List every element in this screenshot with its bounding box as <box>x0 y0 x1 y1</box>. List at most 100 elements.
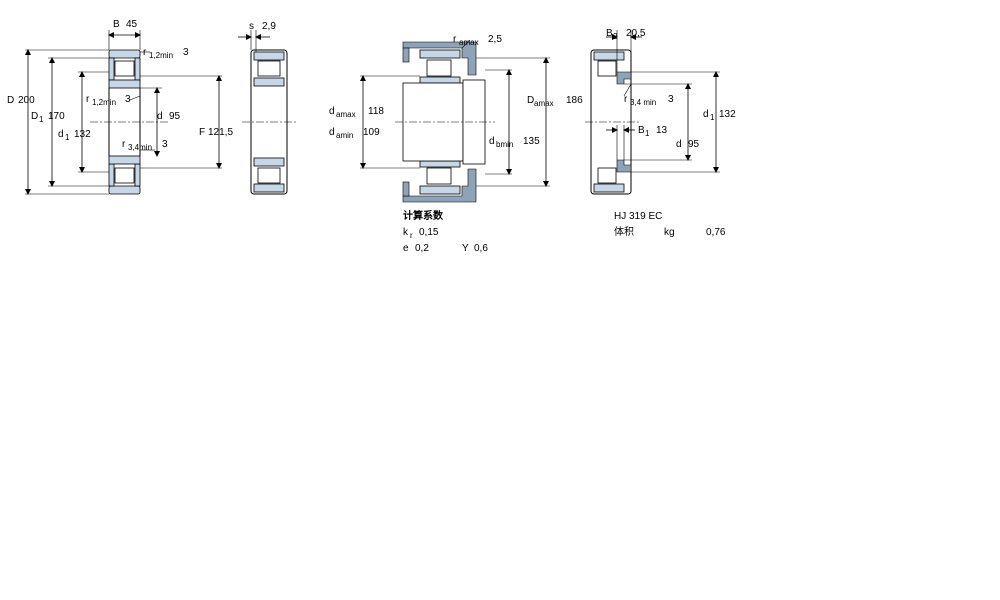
view3-roller-top <box>426 59 452 77</box>
Damax-sub: amax <box>534 99 554 108</box>
e-label: e <box>403 243 409 254</box>
view3-inner-bottom <box>419 160 461 168</box>
view2-inner-bottom <box>253 157 285 167</box>
view4-roller-bottom <box>597 167 617 184</box>
dbmin-sub: bmin <box>496 140 513 149</box>
B1-value: 13 <box>656 125 668 136</box>
view3-inner-top <box>419 76 461 84</box>
damax-sub: amax <box>336 110 356 119</box>
r12-top-value: 3 <box>183 47 189 58</box>
view2-outer-top <box>253 51 285 61</box>
r12-top-sub: 1,2min <box>149 51 173 60</box>
damax-value: 118 <box>368 106 384 117</box>
view3-outer-top <box>419 49 461 59</box>
s-value: 2,9 <box>262 21 276 32</box>
view4-labels: B 2 20,5 r 3,4 min 3 d 1 132 B 1 13 d 95 <box>606 28 736 150</box>
r12-mid-sub: 1,2min <box>92 98 116 107</box>
view1-outer-ring-bottom <box>108 185 141 195</box>
damax-label: d <box>329 106 335 117</box>
view2-section <box>238 30 296 195</box>
view1-outer-flange-left-top <box>108 57 115 81</box>
r12-mid-value: 3 <box>125 94 131 105</box>
view1-labels: B 45 r 1,2min 3 D 200 D 1 170 r 1,2min 3… <box>7 19 233 152</box>
r12-mid-label: r <box>86 94 90 105</box>
view2-labels: s 2,9 <box>249 21 276 32</box>
kr-sub: r <box>410 231 413 240</box>
d1-sub-v4: 1 <box>710 113 715 122</box>
damin-label: d <box>329 127 335 138</box>
dbmin-label: d <box>489 136 495 147</box>
B1-sub: 1 <box>645 129 650 138</box>
view2-inner-top <box>253 77 285 87</box>
d-label-v4: d <box>676 139 682 150</box>
view3-housing-shoulder-top <box>402 47 410 63</box>
d1-label-v4: d <box>703 109 709 120</box>
ramax-label: r <box>453 34 457 45</box>
D1-value: 170 <box>48 111 65 122</box>
view3-labels: r amax 2,5 d amax 118 d amin 109 D amax … <box>329 34 583 149</box>
r34-value: 3 <box>162 139 168 150</box>
kr-value: 0,15 <box>419 227 439 238</box>
view2-roller-bottom <box>257 167 281 184</box>
ring-info: HJ 319 EC 体积 kg 0,76 <box>614 211 726 238</box>
B2-value: 20,5 <box>626 28 646 39</box>
dbmin-value: 135 <box>523 136 540 147</box>
F-value: 121,5 <box>208 127 233 138</box>
view1-inner-ring-bottom <box>108 155 141 165</box>
B1-label: B <box>638 125 645 136</box>
view4-roller-top <box>597 60 617 77</box>
r34-label: r <box>122 139 126 150</box>
s-label: s <box>249 21 254 32</box>
kr-label: k <box>403 227 409 238</box>
d-value: 95 <box>169 111 181 122</box>
d-label: d <box>157 111 163 122</box>
Y-value: 0,6 <box>474 243 488 254</box>
view3-housing-bottom <box>402 168 477 203</box>
view1-outer-flange-left-bottom <box>108 163 115 187</box>
view3-section <box>360 39 550 203</box>
view4-section <box>585 30 720 195</box>
calc-factors: 计算系数 k r 0,15 e 0,2 Y 0,6 <box>403 209 488 254</box>
D1-sub: 1 <box>39 115 44 124</box>
d1-sub: 1 <box>65 133 70 142</box>
ring-designation: HJ 319 EC <box>614 211 662 222</box>
calc-title: 计算系数 <box>403 209 444 222</box>
view1-section <box>25 30 222 195</box>
view3-outer-bottom <box>419 185 461 195</box>
Y-label: Y <box>462 243 469 254</box>
d1-label: d <box>58 129 64 140</box>
view1-outer-ring-top <box>108 49 141 59</box>
e-value: 0,2 <box>415 243 429 254</box>
r34-sub-v4: 3,4 min <box>630 98 656 107</box>
view1-outer-flange-right-top <box>134 57 141 81</box>
B2-sub: 2 <box>613 32 618 41</box>
r12-top-label: r <box>143 47 147 58</box>
r34-value-v4: 3 <box>668 94 674 105</box>
view4-angle-ring-bottom <box>616 159 632 173</box>
view3-housing-top <box>402 41 477 76</box>
Damax-label: D <box>527 95 534 106</box>
D1-label: D <box>31 111 38 122</box>
view1-roller-bottom <box>114 167 135 184</box>
d1-value-v4: 132 <box>719 109 736 120</box>
r34-sub: 3,4min <box>128 143 152 152</box>
view2-roller-top <box>257 60 281 77</box>
ramax-value: 2,5 <box>488 34 502 45</box>
view2-outer-bottom <box>253 183 285 193</box>
B-label: B <box>113 19 120 30</box>
view4-outer-top <box>593 51 625 61</box>
volume-label: 体积 <box>614 226 634 238</box>
F-label: F <box>199 127 205 138</box>
d-value-v4: 95 <box>688 139 700 150</box>
damin-sub: amin <box>336 131 353 140</box>
D-label: D <box>7 95 14 106</box>
view4-angle-ring-top <box>616 71 632 85</box>
B2-label: B <box>606 28 613 39</box>
view3-roller-bottom <box>426 167 452 185</box>
damin-value: 109 <box>363 127 380 138</box>
ramax-sub: amax <box>459 38 479 47</box>
view1-inner-ring-top <box>108 79 141 89</box>
B-value: 45 <box>126 19 138 30</box>
d1-value: 132 <box>74 129 91 140</box>
